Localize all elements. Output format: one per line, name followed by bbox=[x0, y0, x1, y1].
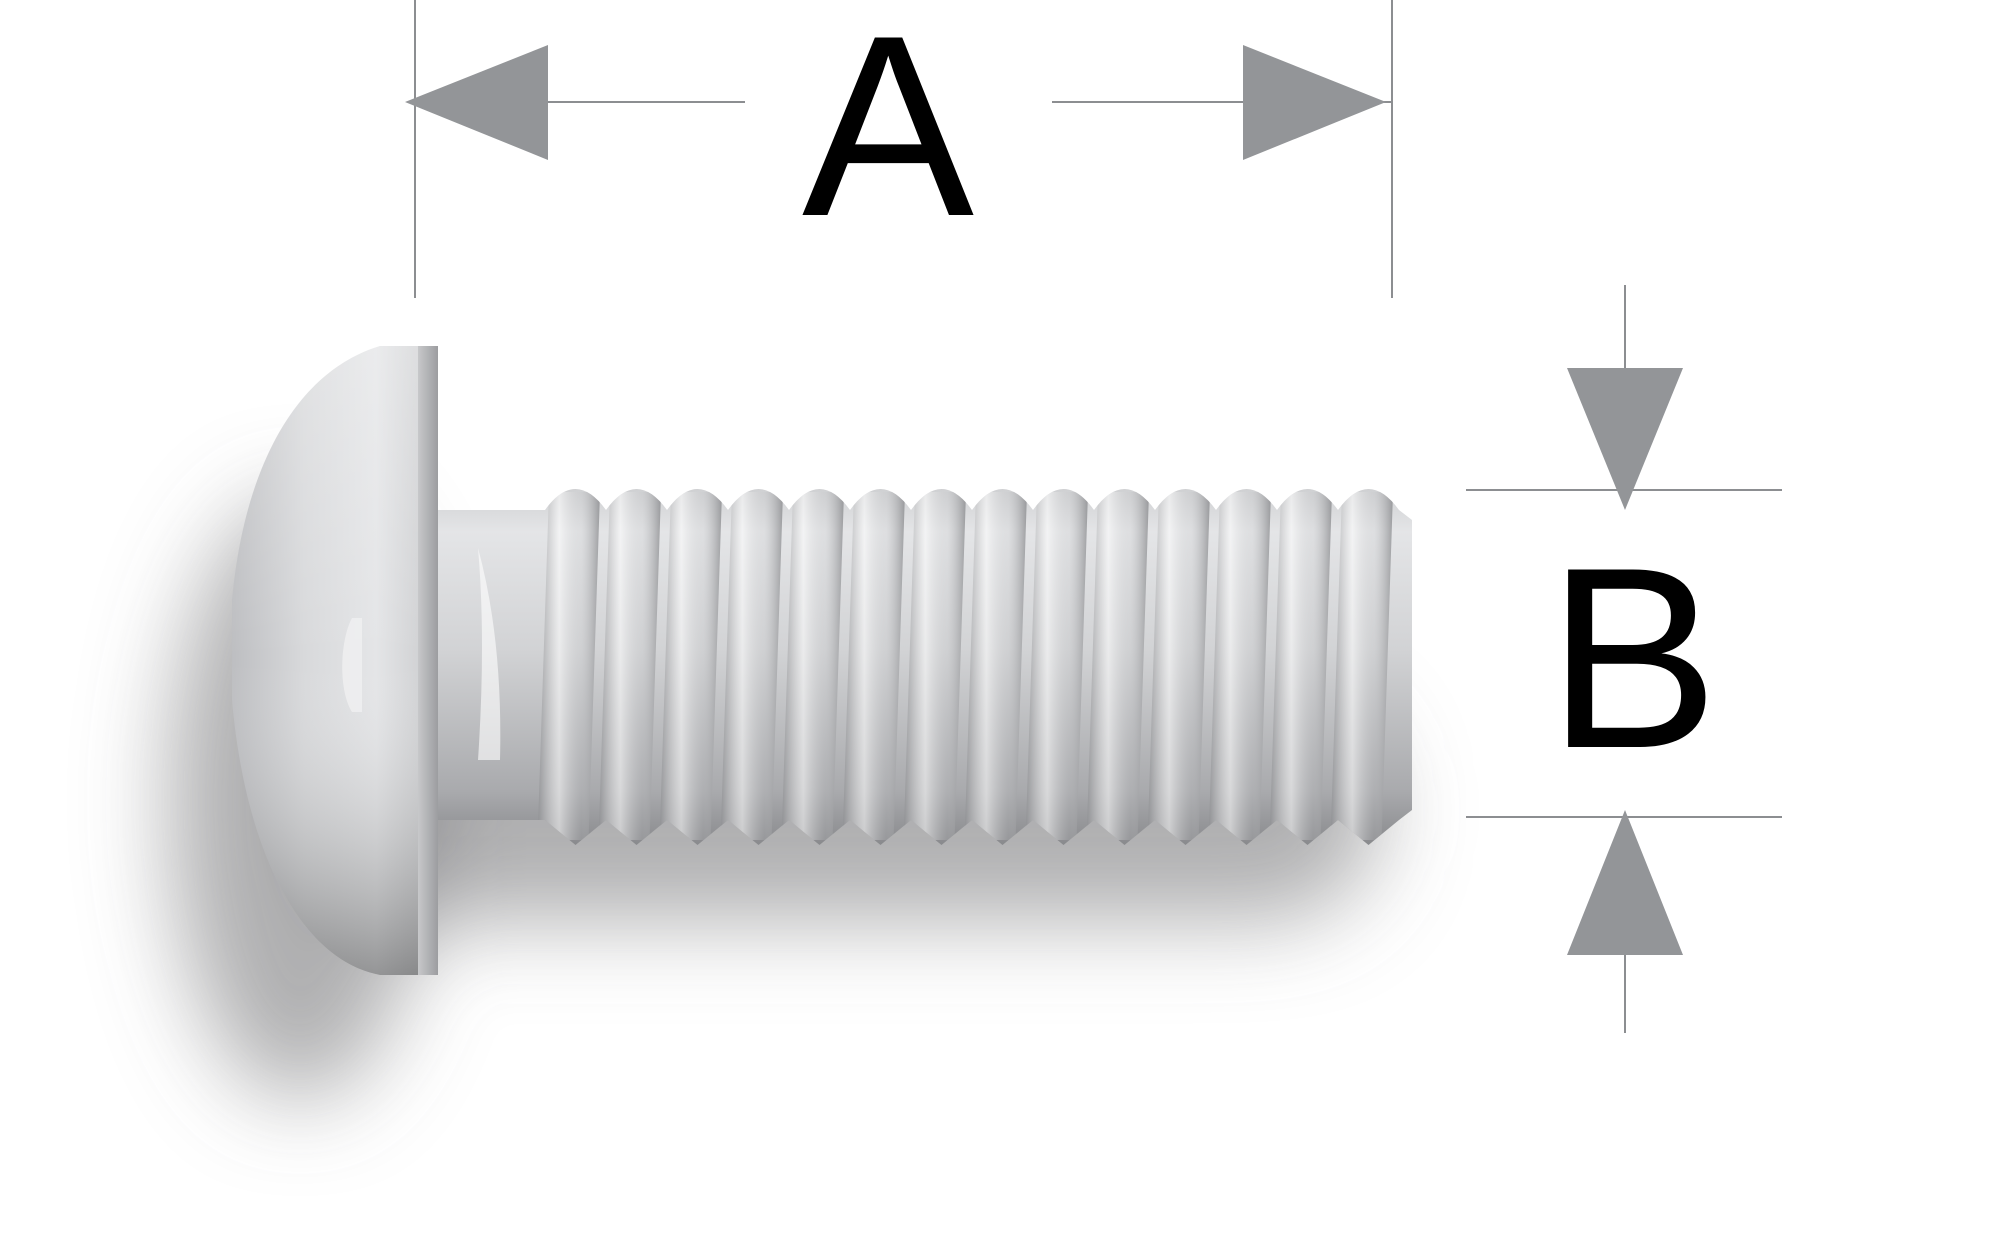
dimension-a-label: A bbox=[802, 0, 975, 270]
thread-runout-highlight bbox=[478, 548, 501, 760]
dimension-b: B bbox=[1466, 285, 1782, 1033]
thread-ridge bbox=[1147, 492, 1210, 840]
dimension-a: A bbox=[405, 0, 1393, 298]
screw-illustration bbox=[232, 346, 1412, 975]
arrow-up-icon bbox=[1567, 810, 1683, 955]
thread-ridge bbox=[964, 492, 1027, 840]
thread-ridge bbox=[1330, 492, 1393, 840]
thread-ridge bbox=[1086, 492, 1149, 840]
thread-ridge bbox=[537, 492, 600, 840]
thread-ridge bbox=[1208, 492, 1271, 840]
thread-ridge bbox=[1269, 492, 1332, 840]
thread-ridge bbox=[842, 492, 905, 840]
dimension-b-label: B bbox=[1547, 513, 1719, 802]
thread-ridge bbox=[903, 492, 966, 840]
arrow-down-icon bbox=[1567, 368, 1683, 510]
thread-ridge bbox=[598, 492, 661, 840]
arrow-left-icon bbox=[405, 45, 548, 160]
thread-ridge bbox=[1025, 492, 1088, 840]
thread-ridge bbox=[781, 492, 844, 840]
thread-ridge bbox=[720, 492, 783, 840]
thread-ridge bbox=[659, 492, 722, 840]
screw-shank bbox=[438, 489, 1412, 845]
arrow-right-icon bbox=[1243, 45, 1386, 160]
screw-head bbox=[232, 346, 438, 975]
